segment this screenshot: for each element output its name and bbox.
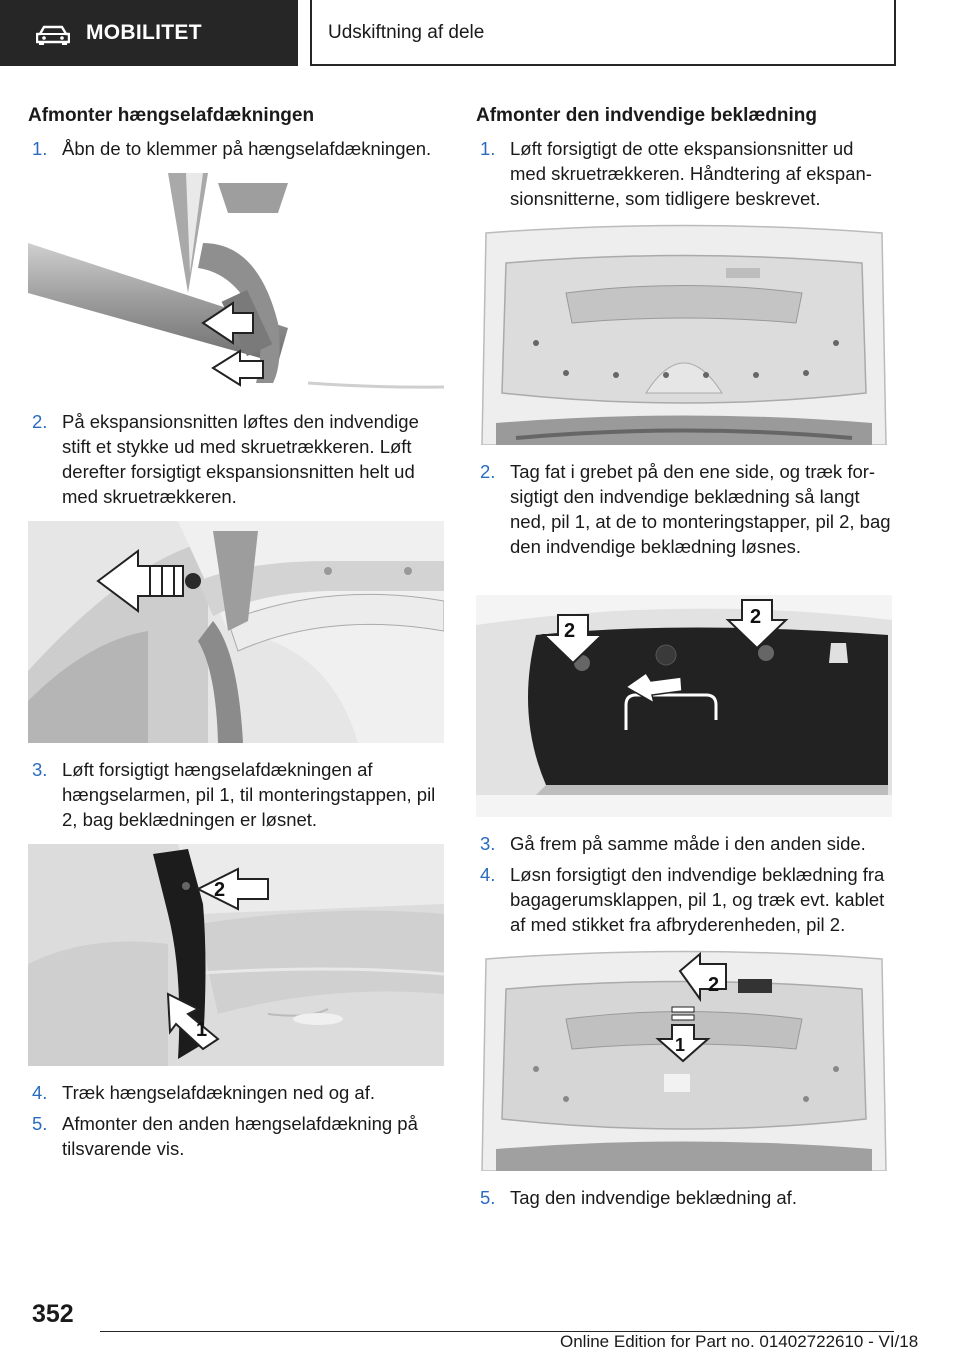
step-text: Løsn forsigtigt den indvendige beklædnin… — [510, 864, 885, 935]
left-step-5: 5. Afmonter den anden hængselafdækning p… — [28, 1111, 444, 1161]
chapter-title: Udskiftning af dele — [328, 22, 485, 43]
step-number: 5. — [32, 1113, 48, 1134]
chapter-tab: Udskiftning af dele — [310, 0, 896, 66]
left-step-3: 3. Løft forsigtigt hængselafdækningen af… — [28, 757, 444, 832]
step-text: Afmonter den anden hængselafdækning på t… — [62, 1113, 418, 1159]
step-number: 1. — [32, 138, 48, 159]
step-number: 3. — [480, 833, 496, 854]
step-text: Løft forsigtigt de otte ekspansionsnitte… — [510, 138, 872, 209]
step-number: 2. — [32, 411, 48, 432]
step-number: 5. — [480, 1187, 496, 1208]
step-text: Åbn de to klemmer på hængselafdækningen. — [62, 138, 432, 159]
arrow-label: 2 — [564, 620, 575, 642]
step-number: 2. — [480, 461, 496, 482]
right-step-4: 4. Løsn forsigtigt den indvendige beklæd… — [476, 862, 892, 937]
section-title: MOBILITET — [86, 21, 202, 44]
footer-divider — [100, 1331, 894, 1332]
figure-hinge-cover-lift: 2 1 — [28, 844, 444, 1066]
right-step-2: 2. Tag fat i grebet på den ene side, og … — [476, 459, 892, 559]
edition-note: Online Edition for Part no. 01402722610 … — [560, 1332, 919, 1351]
figure-trunk-lid-lining — [476, 223, 892, 445]
right-step-1: 1. Løft forsigtigt de otte ekspansionsni… — [476, 136, 892, 211]
step-text: Tag fat i grebet på den ene side, og træ… — [510, 461, 891, 557]
right-heading: Afmonter den indvendige beklædning — [476, 105, 817, 126]
left-column: Afmonter hængselafdækningen 1. Åbn de to… — [28, 104, 444, 1161]
step-number: 3. — [32, 759, 48, 780]
step-text: På ekspansionsnitten løftes den indvendi… — [62, 411, 419, 507]
section-tab: MOBILITET — [0, 0, 298, 66]
right-column: Afmonter den indvendige beklædning 1. Lø… — [476, 104, 892, 1210]
right-step-3: 3. Gå frem på samme måde i den anden sid… — [476, 831, 892, 856]
arrow-label: 2 — [214, 879, 225, 901]
step-text: Træk hængselafdækningen ned og af. — [62, 1082, 375, 1103]
figure-expansion-rivet — [28, 521, 444, 743]
arrow-label: 2 — [708, 974, 719, 996]
figure-lining-removal: 2 1 — [476, 949, 892, 1171]
arrow-label: 1 — [675, 1035, 685, 1055]
step-number: 4. — [480, 864, 496, 885]
arrow-label: 2 — [750, 606, 761, 628]
figure-mounting-pins: 2 2 — [476, 595, 892, 817]
arrow-label: 1 — [196, 1019, 207, 1041]
car-icon — [36, 25, 70, 45]
left-heading: Afmonter hængselafdækningen — [28, 105, 315, 126]
left-step-4: 4. Træk hængselafdækningen ned og af. — [28, 1080, 444, 1105]
right-step-5: 5. Tag den indvendige beklædning af. — [476, 1185, 892, 1210]
page-number: 352 — [32, 1300, 74, 1328]
left-step-2: 2. På ekspansionsnitten løftes den indve… — [28, 409, 444, 509]
step-text: Gå frem på samme måde i den anden side. — [510, 833, 866, 854]
page-header: MOBILITET Udskiftning af dele — [0, 0, 960, 66]
step-number: 1. — [480, 138, 496, 159]
step-number: 4. — [32, 1082, 48, 1103]
step-text: Løft forsigtigt hængselafdækningen af hæ… — [62, 759, 436, 830]
left-step-1: 1. Åbn de to klemmer på hængselafdækning… — [28, 136, 444, 161]
figure-hinge-clips — [28, 173, 444, 395]
step-text: Tag den indvendige beklædning af. — [510, 1187, 797, 1208]
